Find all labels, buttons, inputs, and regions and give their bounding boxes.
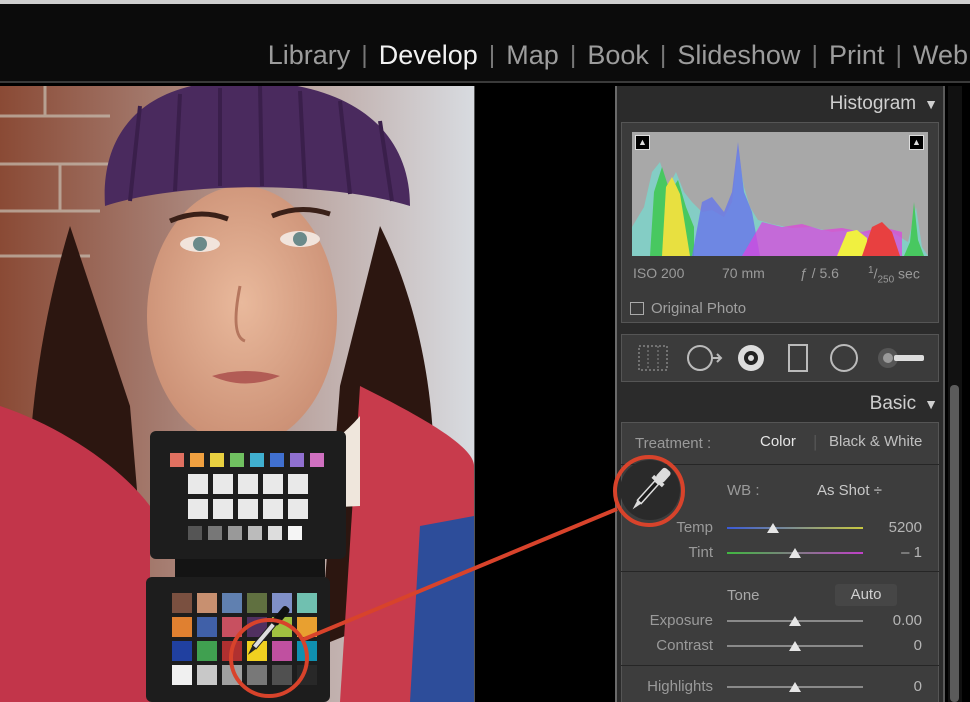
treatment-bw-option[interactable]: Black & White (829, 433, 923, 450)
highlights-value[interactable]: 0 (913, 678, 922, 695)
focal-length-readout: 70 mm (722, 265, 765, 281)
panel-scrollbar-thumb[interactable] (950, 385, 959, 702)
wb-label: WB : (727, 482, 760, 499)
module-book[interactable]: Book (587, 40, 649, 70)
module-separator: | (569, 41, 577, 69)
temp-slider-thumb[interactable] (767, 523, 779, 533)
spot-removal-icon[interactable] (684, 342, 724, 374)
shutter-readout: 1/250 sec (868, 265, 920, 286)
photo-preview[interactable] (0, 86, 475, 702)
module-slideshow[interactable]: Slideshow (677, 40, 801, 70)
shutter-unit: sec (898, 265, 920, 282)
adjustment-brush-icon[interactable] (876, 342, 928, 374)
original-photo-toggle[interactable]: Original Photo (630, 300, 746, 317)
tint-value[interactable]: – 1 (901, 544, 922, 561)
module-picker: Library | Develop | Map | Book | Slidesh… (257, 40, 970, 71)
section-divider (621, 571, 939, 572)
shutter-numerator: 1 (868, 265, 874, 276)
contrast-slider-thumb[interactable] (789, 641, 801, 651)
contrast-label: Contrast (656, 637, 713, 654)
graduated-filter-icon[interactable] (786, 342, 810, 374)
histogram-title: Histogram (829, 93, 917, 114)
histogram-chart-image (632, 142, 928, 256)
histogram-panel-header[interactable]: Histogram ▼ (830, 93, 938, 115)
highlights-label: Highlights (647, 678, 713, 695)
iso-readout: ISO 200 (633, 265, 685, 281)
treatment-label: Treatment : (635, 435, 712, 452)
collapse-triangle-icon[interactable]: ▼ (924, 96, 938, 112)
section-divider (621, 665, 939, 666)
original-photo-checkbox[interactable] (630, 302, 644, 315)
module-bar: Library | Develop | Map | Book | Slidesh… (0, 0, 970, 82)
temp-value[interactable]: 5200 (888, 519, 922, 536)
module-separator: | (361, 41, 368, 69)
tone-auto-button[interactable]: Auto (835, 584, 897, 606)
exposure-value[interactable]: 0.00 (892, 612, 922, 629)
collapse-triangle-icon[interactable]: ▼ (924, 396, 938, 412)
shadow-clipping-indicator[interactable]: ▲ (635, 135, 650, 150)
basic-panel-header[interactable]: Basic ▼ (870, 393, 938, 415)
shutter-denominator: 250 (877, 274, 895, 286)
aperture-readout: ƒ / 5.6 (800, 265, 839, 281)
wb-select[interactable]: As Shot ÷ (817, 482, 882, 499)
module-print[interactable]: Print (828, 40, 885, 70)
tint-slider-thumb[interactable] (789, 548, 801, 558)
exposure-slider-thumb[interactable] (789, 616, 801, 626)
histogram-graph[interactable] (632, 132, 928, 256)
contrast-value[interactable]: 0 (913, 637, 922, 654)
module-map[interactable]: Map (506, 40, 559, 70)
treatment-color-option[interactable]: Color (760, 433, 796, 450)
temp-slider-track[interactable] (727, 527, 863, 529)
highlights-slider-thumb[interactable] (789, 682, 801, 692)
red-eye-icon[interactable] (734, 342, 768, 374)
radial-filter-icon[interactable] (828, 342, 860, 374)
exposure-label: Exposure (649, 612, 713, 629)
module-library[interactable]: Library (267, 40, 351, 70)
highlight-clipping-indicator[interactable]: ▲ (909, 135, 924, 150)
module-bar-divider (0, 81, 970, 83)
module-separator: | (811, 41, 818, 69)
crop-overlay-icon[interactable] (636, 342, 670, 374)
module-separator: | (895, 41, 902, 69)
section-divider (621, 464, 939, 465)
tone-label: Tone (727, 587, 760, 604)
module-web[interactable]: Web (912, 40, 968, 70)
tint-label: Tint (688, 544, 713, 561)
treatment-separator: | (813, 432, 818, 451)
module-separator: | (659, 41, 667, 69)
basic-title: Basic (869, 393, 917, 414)
wb-eyedropper-icon[interactable] (612, 452, 688, 528)
module-separator: | (488, 41, 496, 69)
original-photo-label: Original Photo (651, 300, 747, 317)
portrait-photo-image (0, 86, 474, 702)
temp-label: Temp (676, 519, 713, 536)
module-develop[interactable]: Develop (378, 40, 478, 70)
